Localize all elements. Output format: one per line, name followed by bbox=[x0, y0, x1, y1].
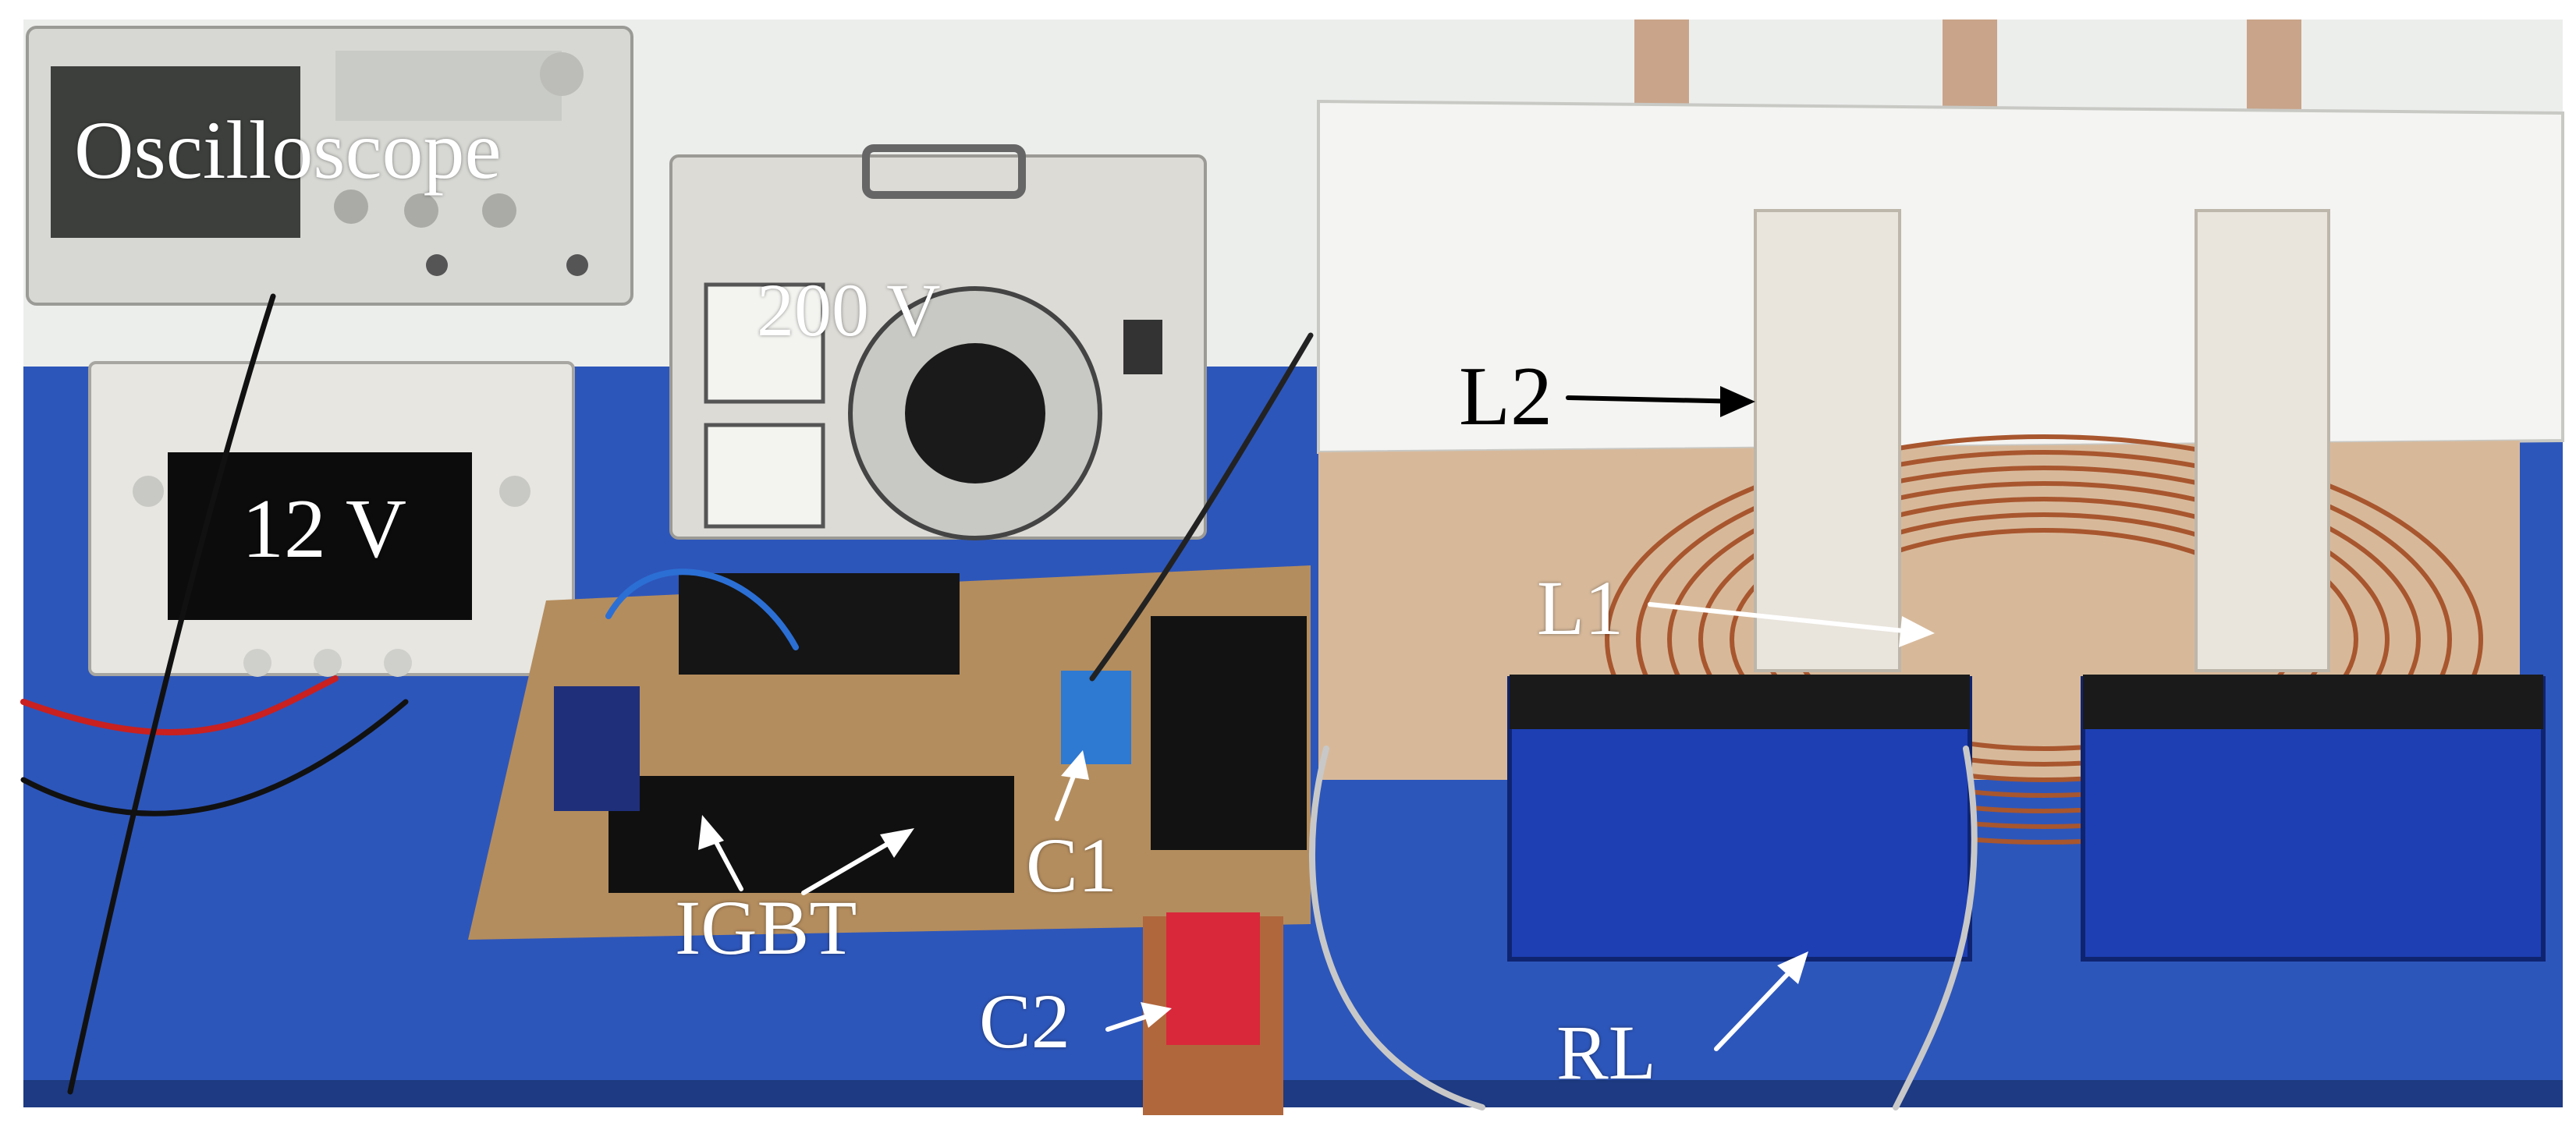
variac bbox=[669, 144, 1207, 540]
label-c2: C2 bbox=[979, 978, 1070, 1064]
label-igbt: IGBT bbox=[675, 884, 857, 971]
annotation-arrows bbox=[698, 386, 1935, 1051]
wall-strip bbox=[1943, 19, 1997, 113]
wood-post bbox=[1754, 209, 1901, 672]
arrow-l1 bbox=[1648, 602, 1914, 634]
resistor-load bbox=[1507, 675, 2546, 962]
label-200v: 200 V bbox=[757, 268, 941, 352]
label-l1: L1 bbox=[1537, 565, 1624, 651]
inverter-board bbox=[468, 565, 1311, 940]
arrow-l2 bbox=[1566, 395, 1746, 404]
wall-strip bbox=[1634, 19, 1689, 113]
label-c1: C1 bbox=[1026, 822, 1117, 909]
bench-edge bbox=[23, 1080, 2563, 1107]
label-rl: RL bbox=[1556, 1009, 1656, 1096]
label-l2: L2 bbox=[1459, 350, 1552, 443]
wall-strip bbox=[2247, 19, 2301, 113]
label-12v: 12 V bbox=[242, 483, 407, 576]
arrow-igbt-2 bbox=[801, 836, 899, 895]
wood-post bbox=[2195, 209, 2330, 672]
oscilloscope bbox=[26, 26, 633, 306]
cables bbox=[20, 293, 1978, 1110]
arrow-rl bbox=[1714, 965, 1797, 1051]
capacitor-bank bbox=[1143, 912, 1283, 1115]
label-oscilloscope: Oscilloscope bbox=[74, 104, 502, 196]
